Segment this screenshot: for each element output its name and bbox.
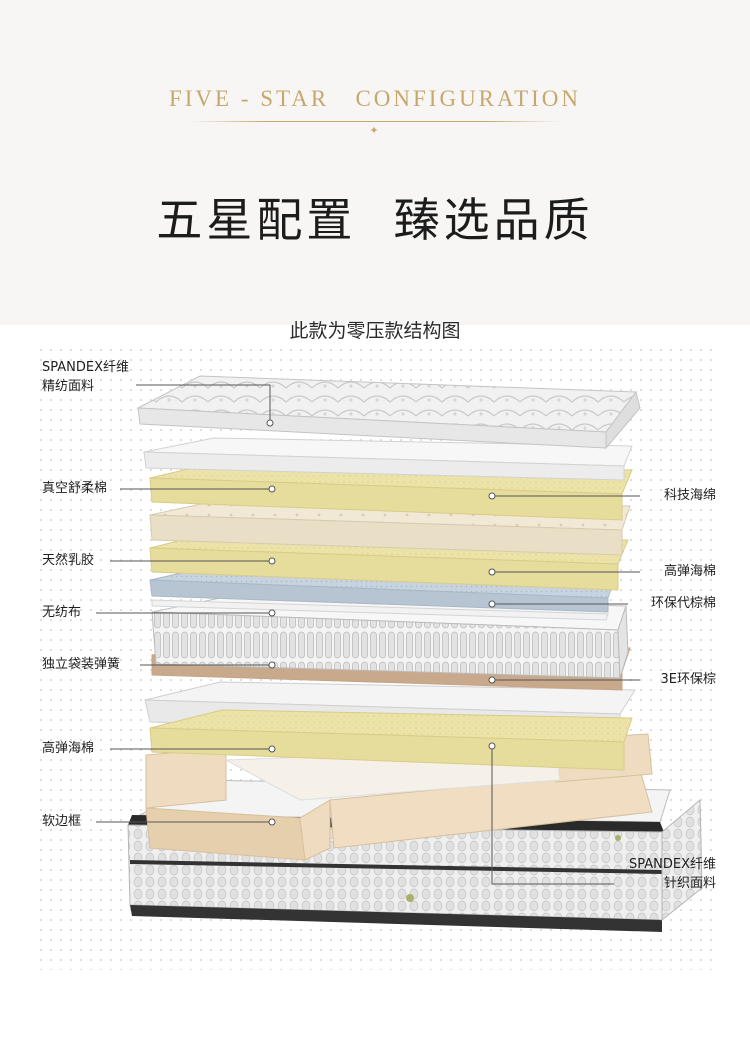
callout-dot <box>266 419 274 427</box>
label-line: SPANDEX纤维 <box>628 857 716 872</box>
label-natural-latex: 天然乳胶 <box>42 551 94 570</box>
label-line: 环保代棕棉 <box>650 596 716 611</box>
callout-dot <box>268 557 276 565</box>
callout-dot <box>268 485 276 493</box>
soft-edge-frame <box>145 733 653 861</box>
callout-dot <box>488 676 496 684</box>
label-pocket-springs: 独立袋装弹簧 <box>42 655 120 674</box>
callout-dot <box>488 600 496 608</box>
quilted-top-layer <box>136 375 641 450</box>
label-line: 科技海绵 <box>663 488 716 503</box>
star-ornament-icon: ✦ <box>369 124 379 137</box>
label-line: SPANDEX纤维 <box>42 360 130 375</box>
label-line: 高弹海棉 <box>42 741 95 756</box>
label-high-elastic-foam-left: 高弹海棉 <box>42 739 94 758</box>
label-line: 真空舒柔棉 <box>42 481 108 496</box>
label-high-elastic-foam-right: 高弹海棉 <box>664 562 716 581</box>
callout-line-fabric <box>136 384 271 423</box>
callout-dot <box>488 568 496 576</box>
label-line: 独立袋装弹簧 <box>42 657 121 672</box>
title-divider <box>190 121 560 122</box>
label-soft-edge-frame: 软边框 <box>42 812 81 831</box>
label-line: 针织面料 <box>663 876 716 891</box>
callout-line-knit-fabric <box>491 746 614 885</box>
diagram-subtitle: 此款为零压款结构图 <box>289 320 461 342</box>
english-title: FIVE - STAR CONFIGURATION <box>168 86 582 111</box>
label-spandex-fabric: SPANDEX纤维 精纺面料 <box>42 358 129 396</box>
label-tech-foam: 科技海绵 <box>664 486 716 505</box>
label-eco-palm: 环保代棕棉 <box>651 594 716 613</box>
label-nonwoven: 无纺布 <box>42 603 81 622</box>
chinese-title: 五星配置 臻选品质 <box>156 193 594 247</box>
callout-dot <box>268 745 276 753</box>
label-vacuum-wadding: 真空舒柔棉 <box>42 479 107 498</box>
label-line: 精纺面料 <box>42 379 95 394</box>
label-spandex-knit: SPANDEX纤维 针织面料 <box>629 855 716 893</box>
label-line: 3E环保棕 <box>660 672 717 687</box>
wadding-layer <box>143 437 633 481</box>
label-3e-coir: 3E环保棕 <box>661 670 717 689</box>
label-line: 无纺布 <box>42 605 82 620</box>
callout-dot <box>268 818 276 826</box>
callout-dot <box>488 492 496 500</box>
label-line: 软边框 <box>42 814 82 829</box>
lower-foam-layer <box>144 681 636 771</box>
label-line: 高弹海棉 <box>663 564 716 579</box>
callout-dot <box>488 742 496 750</box>
label-line: 天然乳胶 <box>42 553 95 568</box>
callout-dot <box>268 609 276 617</box>
callout-dot <box>268 661 276 669</box>
header-band <box>0 0 750 325</box>
